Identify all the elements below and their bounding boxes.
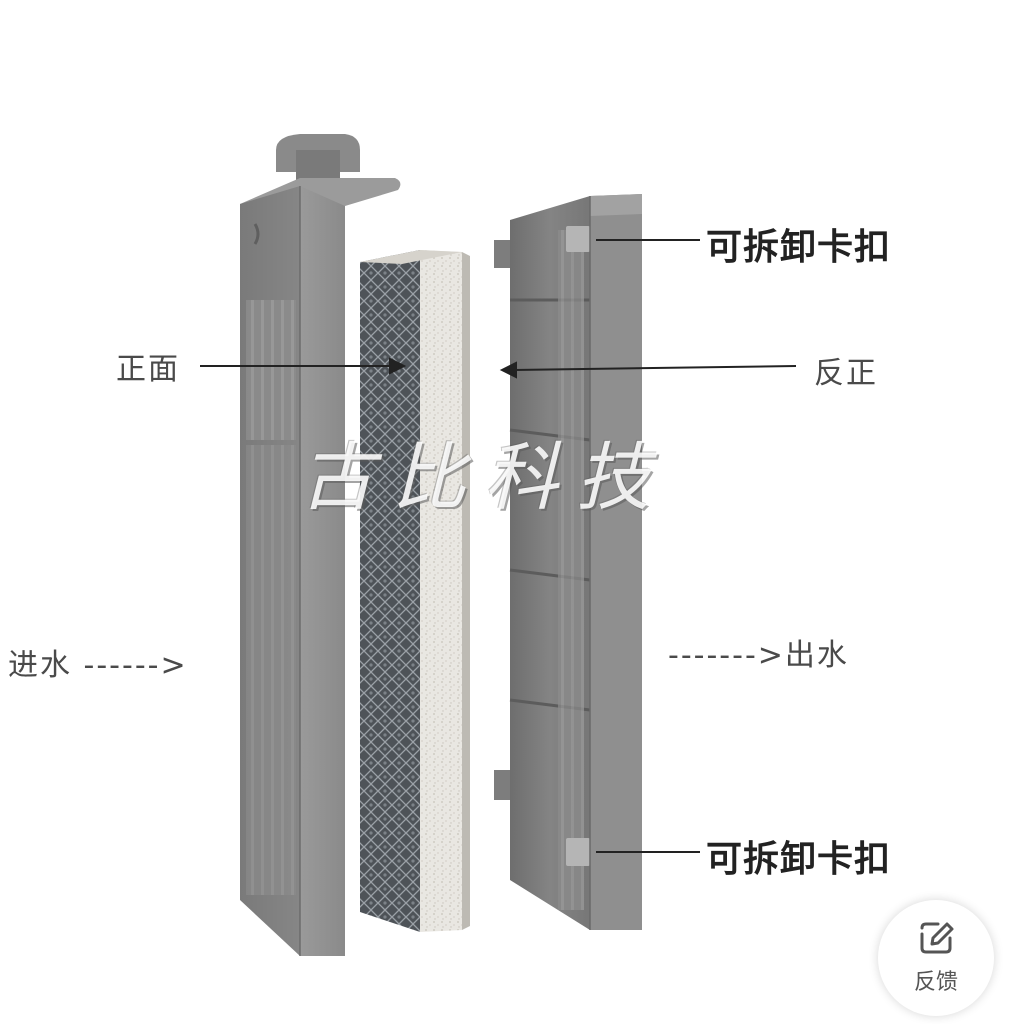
feedback-button[interactable]: 反馈 xyxy=(878,900,994,1016)
label-water-in: 进水 ------> xyxy=(8,648,188,683)
top-clip xyxy=(566,226,590,252)
bottom-clip xyxy=(566,838,590,866)
leader-lines xyxy=(200,239,797,853)
label-reverse: 反正 xyxy=(814,356,878,391)
label-water-out: ------->出水 xyxy=(668,638,849,673)
label-front: 正面 xyxy=(116,352,180,387)
filter-media xyxy=(360,250,470,932)
outlet-tray xyxy=(494,194,642,930)
inlet-housing xyxy=(240,134,401,956)
label-clip-top: 可拆卸卡扣 xyxy=(706,227,892,268)
feedback-label: 反馈 xyxy=(913,970,958,995)
label-clip-bottom: 可拆卸卡扣 xyxy=(706,839,892,880)
watermark-text: 古比科技 xyxy=(300,435,668,521)
edit-icon xyxy=(920,922,954,954)
